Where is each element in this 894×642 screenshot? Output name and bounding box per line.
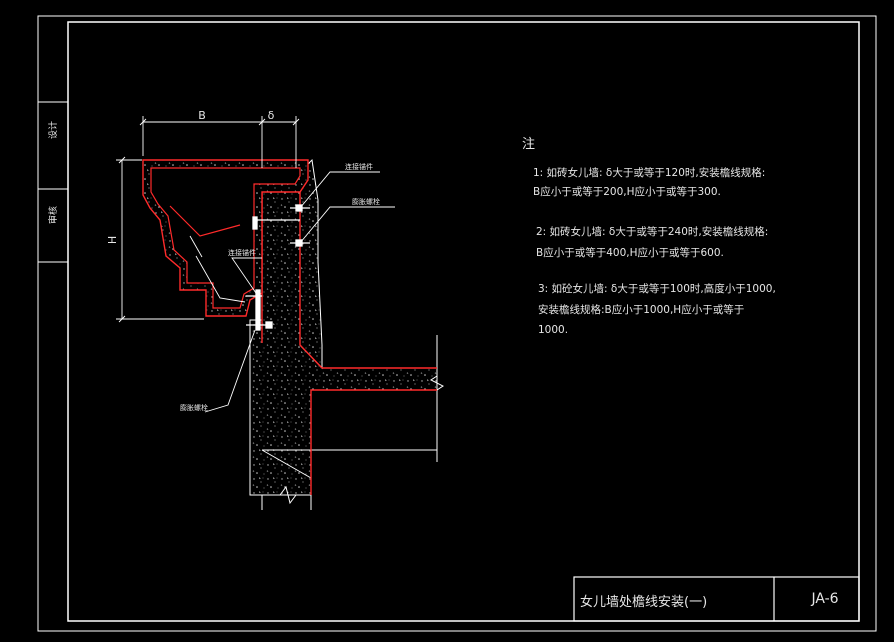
wall-red-outline (261, 172, 437, 495)
callout-anchor-top: 连接锚件 (345, 162, 373, 171)
note-2-line-2: B应小于或等于400,H应小于或等于600. (536, 246, 724, 259)
dim-delta-label: δ (268, 109, 275, 122)
note-1-line-1: 1: 如砖女儿墙: δ大于或等于120时,安装檐线规格: (533, 166, 765, 179)
wall-section (249, 158, 444, 510)
sheet-title: 女儿墙处檐线安装(一) (580, 594, 707, 610)
sheet-outer-border (37, 15, 877, 632)
notes: 注 1: 如砖女儿墙: δ大于或等于120时,安装檐线规格: B应小于或等于20… (522, 137, 776, 336)
callout-leaders (204, 171, 395, 413)
note-1-line-2: B应小于或等于200,H应小于或等于300. (533, 185, 721, 198)
notes-heading: 注 (522, 137, 535, 152)
dim-h-label: H (106, 236, 119, 244)
callout-bolt-lower: 膨胀螺栓 (180, 403, 208, 412)
side-label-design: 设计 (47, 121, 59, 139)
note-3-line-1: 3: 如砼女儿墙: δ大于或等于100时,高度小于1000, (538, 282, 776, 295)
sheet-code: JA-6 (810, 591, 838, 607)
cornice-profile (142, 159, 309, 317)
dimensions (116, 116, 300, 323)
callout-bolt-top: 膨胀螺栓 (352, 197, 380, 206)
dim-b-label: B (198, 109, 206, 122)
note-2-line-1: 2: 如砖女儿墙: δ大于或等于240时,安装檐线规格: (536, 225, 768, 238)
note-3-line-2: 安装檐线规格:B应小于1000,H应小于或等于 (538, 303, 744, 316)
note-3-line-3: 1000. (538, 324, 568, 336)
title-block (573, 576, 860, 622)
sheet-inner-border (67, 21, 860, 622)
callout-anchor-lower: 连接锚件 (228, 248, 256, 257)
side-label-review: 审核 (47, 206, 59, 224)
